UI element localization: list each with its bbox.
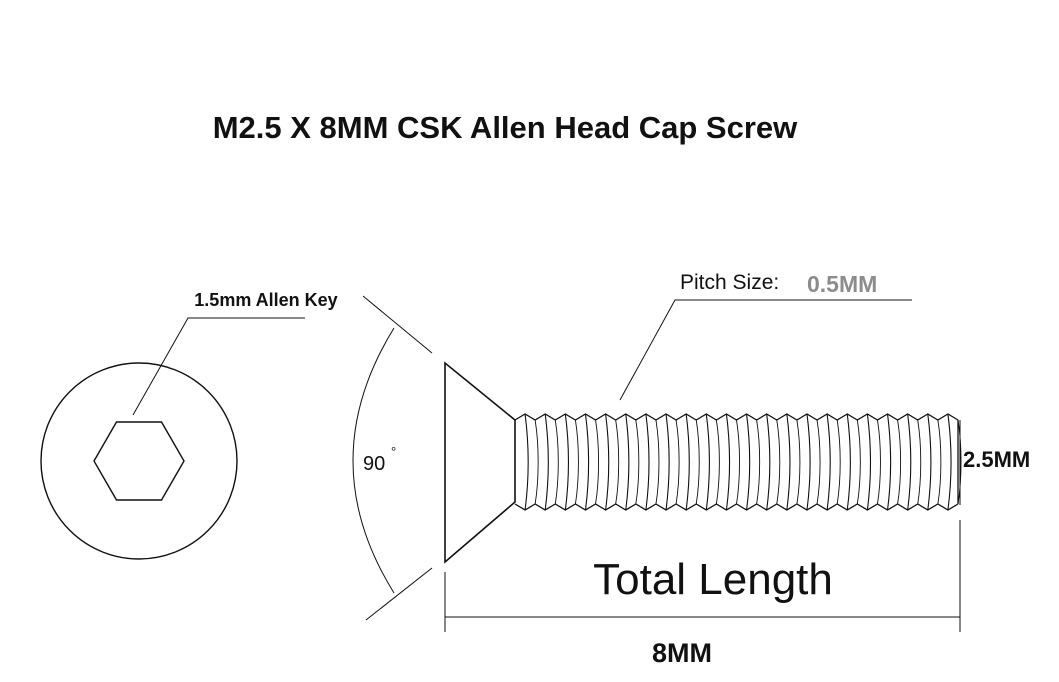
thread-root-curve: [675, 419, 680, 505]
thread-curve: [846, 413, 851, 511]
thread-curve: [645, 413, 650, 511]
total-length-label: Total Length: [593, 555, 833, 604]
countersunk-head: [444, 361, 516, 564]
thread-curve: [544, 413, 549, 511]
screw-head-top-view: 1.5mm Allen Key: [40, 290, 338, 560]
diameter-label: 2.5MM: [963, 447, 1030, 472]
thread-curve: [564, 413, 569, 511]
thread-root-curve: [816, 419, 821, 505]
thread-curve: [866, 413, 871, 511]
thread-root-curve: [554, 419, 559, 505]
thread-root-curve: [897, 419, 902, 505]
thread-top-crest: [514, 413, 959, 421]
thread-curve: [584, 413, 590, 511]
thread-root-curve: [574, 419, 579, 505]
thread-curve: [665, 413, 670, 511]
angle-extension-top: [362, 295, 433, 354]
thread-curve: [746, 413, 751, 511]
length-value-label: 8MM: [652, 638, 712, 668]
thread-root-curve: [776, 419, 781, 505]
thread-curve: [705, 413, 710, 511]
angle-extension-bottom: [365, 567, 433, 621]
thread-curve: [907, 413, 912, 511]
thread-root-curve: [937, 419, 942, 505]
thread-root-curve: [655, 419, 660, 505]
pitch-value: 0.5MM: [807, 271, 877, 297]
thread-root-curve: [796, 419, 801, 505]
angle-degree-symbol: °: [391, 444, 396, 459]
thread-curve: [766, 413, 771, 511]
thread-root-curve: [836, 419, 841, 505]
pitch-label: Pitch Size:: [680, 271, 779, 294]
thread-root-curve: [534, 419, 539, 505]
hex-socket: [93, 421, 185, 501]
thread-root-curve: [756, 419, 761, 505]
thread-curve: [524, 413, 529, 511]
thread-curve: [625, 413, 630, 511]
diagram-title: M2.5 X 8MM CSK Allen Head Cap Screw: [213, 110, 798, 145]
thread-root-curve: [736, 419, 740, 505]
thread-curve: [685, 413, 690, 511]
thread-curve: [786, 413, 791, 511]
thread-curve: [927, 413, 932, 511]
angle-indicator: 90 °: [352, 295, 433, 621]
thread-curve: [886, 413, 892, 511]
thread-root-curve: [635, 419, 640, 505]
pitch-leader-line: [619, 299, 912, 401]
thread-root-curve: [856, 419, 861, 505]
thread-root-curve: [877, 419, 881, 505]
allen-key-leader-line: [132, 317, 305, 416]
thread-curve: [947, 413, 952, 511]
thread-root-curve: [695, 419, 700, 505]
head-circle: [40, 362, 238, 560]
thread-root-curve: [595, 419, 600, 505]
allen-key-label: 1.5mm Allen Key: [194, 290, 337, 310]
thread-curve: [605, 413, 610, 511]
threaded-shank: [514, 413, 962, 511]
angle-value: 90: [363, 453, 385, 475]
thread-root-curve: [615, 419, 620, 505]
thread-curve: [725, 413, 731, 511]
thread-root-curve: [957, 419, 962, 505]
thread-bottom-crest: [514, 503, 959, 511]
thread-curve: [806, 413, 811, 511]
thread-root-curve: [715, 419, 720, 505]
thread-root-curve: [917, 419, 922, 505]
thread-curve: [826, 413, 831, 511]
angle-arc: [352, 327, 395, 594]
